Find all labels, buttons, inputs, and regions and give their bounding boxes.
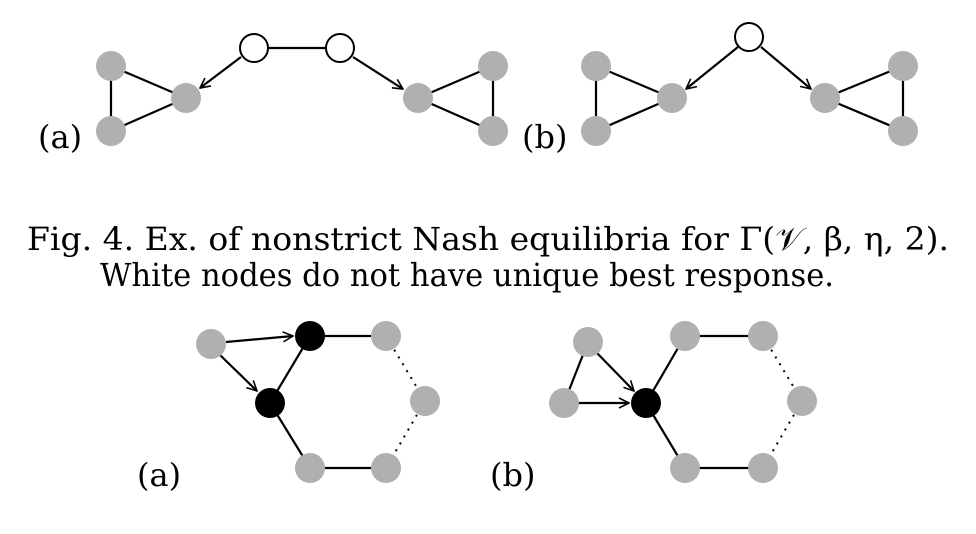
caption-line-1: Fig. 4. Ex. of nonstrict Nash equilibria… [27,220,949,258]
caption-line-2: White nodes do not have unique best resp… [100,256,834,294]
arrow-edge [219,354,257,391]
bottom-diagram-b: (b) [490,321,817,494]
label-b: (b) [490,456,535,494]
gray-node [573,327,603,357]
arrow-edge [686,46,739,89]
gray-node [295,453,325,483]
arrow-edge [352,56,403,89]
gray-node [478,51,508,81]
arrow-edge [225,336,293,344]
white-node [325,33,355,63]
gray-node [410,386,440,416]
gray-node [371,453,401,483]
gray-node [748,453,778,483]
gray-node [670,453,700,483]
gray-node [810,83,840,113]
black-node [631,388,661,418]
gray-node [888,116,918,146]
gray-node [581,116,611,146]
gray-node [581,51,611,81]
gray-node [670,321,700,351]
gray-node [403,83,433,113]
gray-node [549,388,579,418]
label-a: (a) [38,118,82,156]
gray-node [657,83,687,113]
arrow-edge [760,46,811,89]
label-b: (b) [522,118,567,156]
black-node [255,388,285,418]
gray-node [748,321,778,351]
top-diagram-a: (a) [38,33,508,156]
white-node [239,33,269,63]
gray-node [478,116,508,146]
arrow-edge [596,352,634,391]
arrow-edge [200,56,242,88]
black-node [295,321,325,351]
gray-node [96,116,126,146]
gray-node [888,51,918,81]
label-a: (a) [137,456,181,494]
gray-node [96,51,126,81]
white-node [734,22,764,52]
top-diagram-b: (b) [522,22,918,156]
gray-node [196,329,226,359]
bottom-diagram-a: (a) [137,321,440,494]
gray-node [787,386,817,416]
gray-node [371,321,401,351]
gray-node [171,83,201,113]
